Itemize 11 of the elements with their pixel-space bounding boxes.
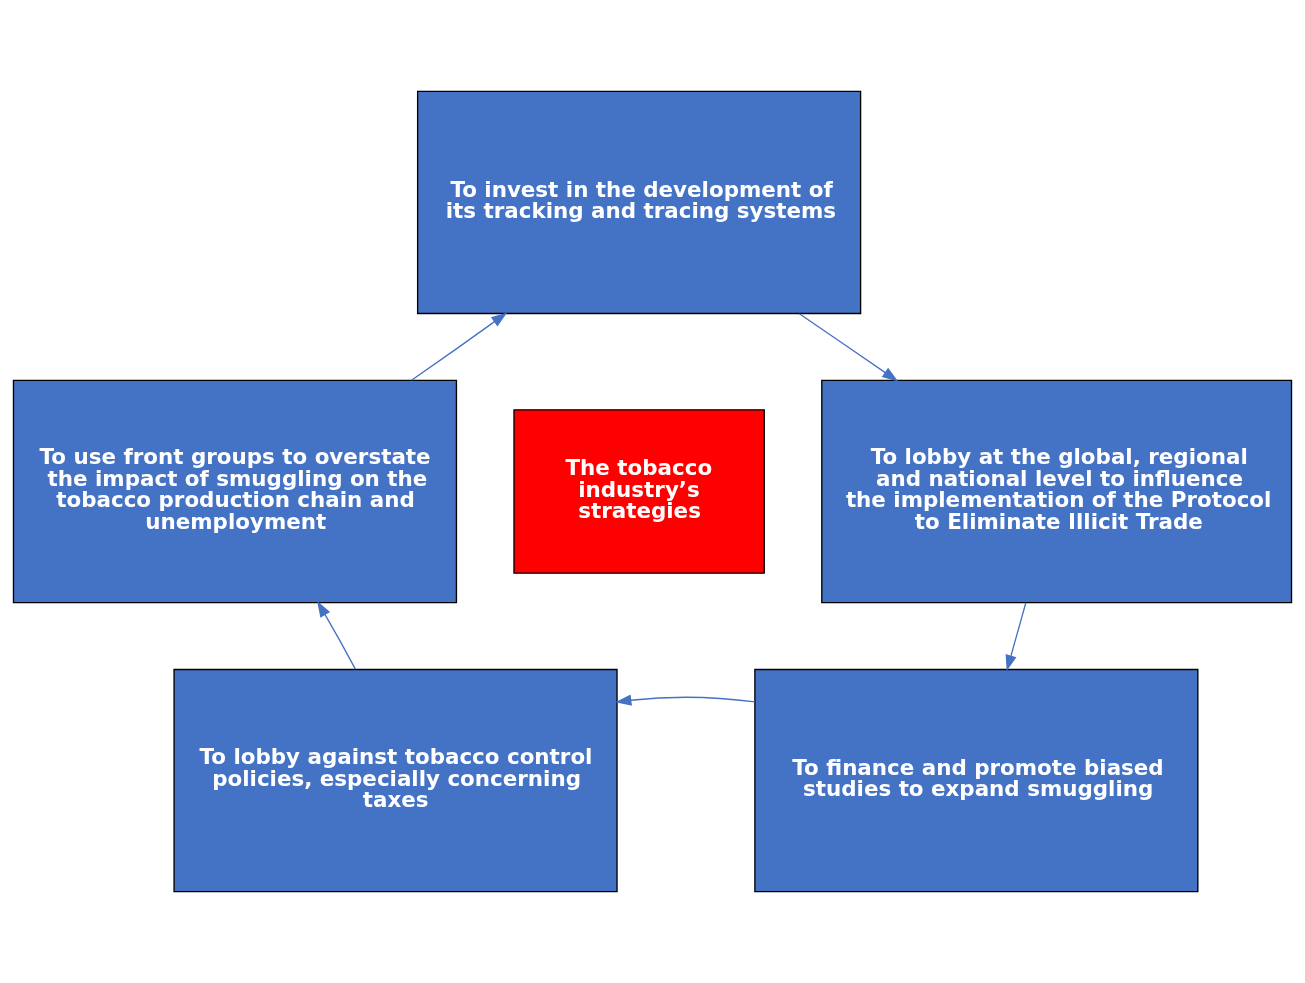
node-box: To finance and promote biased studies to expand smuggling (754, 668, 1199, 893)
node-box: To lobby at the global, regional and national level to influence the implementation of the Protocol to Eliminate Illicit Trade (821, 379, 1293, 604)
node-box: The tobacco industry’s strategies (513, 409, 765, 574)
arrow (410, 312, 508, 381)
node-box: To lobby against tobacco control policies, especially concerning taxes (173, 668, 618, 893)
node-box: To use front groups to overstate the impact of smuggling on the tobacco production chain and unemployment (12, 379, 458, 604)
node-box: To invest in the development of its tracking and tracing systems (416, 90, 862, 315)
arrow (615, 694, 756, 706)
arrow (317, 601, 357, 670)
arrow (1005, 602, 1027, 672)
arrow (798, 313, 899, 382)
